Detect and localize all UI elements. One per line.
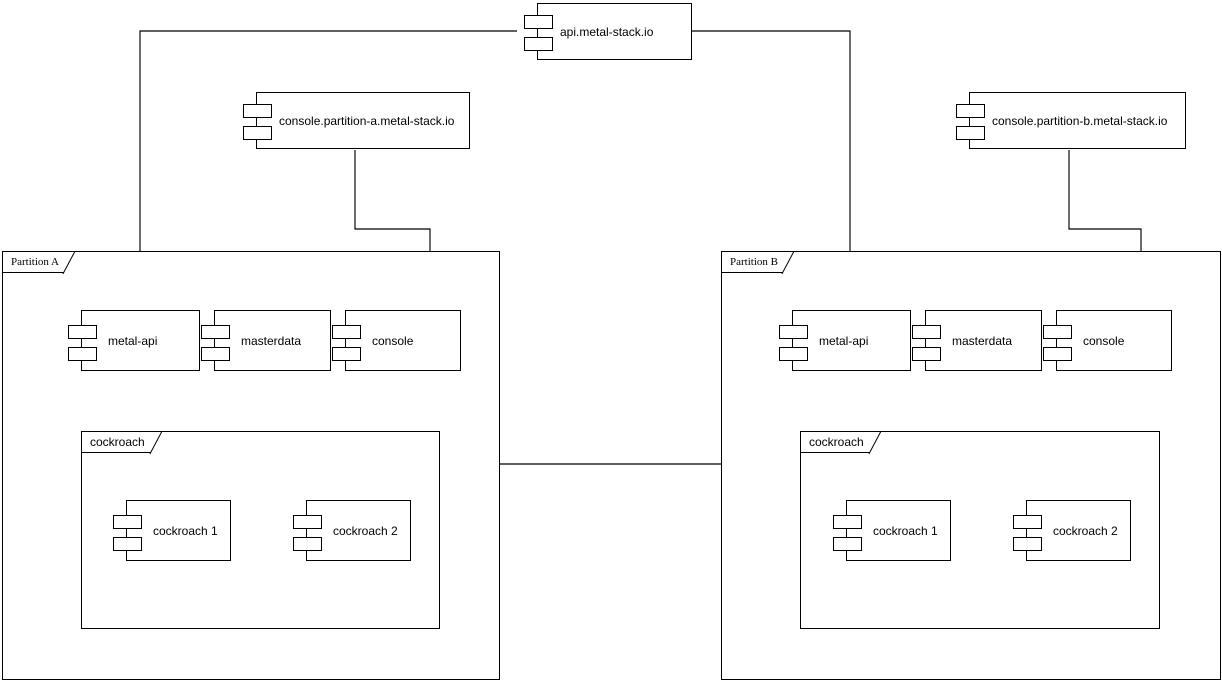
partition-a-component-cockroach-1[interactable]: cockroach 1 — [113, 500, 231, 561]
uml-component-icon — [68, 347, 97, 361]
uml-component-icon — [332, 347, 361, 361]
uml-component-icon — [524, 15, 553, 29]
uml-component-icon — [113, 537, 142, 551]
node-partition-b-tab: Partition B — [721, 251, 783, 273]
node-tab-label: cockroach — [90, 435, 145, 449]
component-api-metal-stack-io[interactable]: api.metal-stack.io — [524, 3, 692, 60]
component-console-partition-b-metal-stack-io[interactable]: console.partition-b.metal-stack.io — [956, 92, 1186, 149]
uml-component-icon — [113, 515, 142, 529]
partition-a-component-metal-api[interactable]: metal-api — [68, 310, 200, 371]
uml-component-icon — [201, 347, 230, 361]
partition-b-component-cockroach-2[interactable]: cockroach 2 — [1013, 500, 1131, 561]
uml-component-icon — [912, 347, 941, 361]
component-label: console.partition-b.metal-stack.io — [992, 113, 1168, 128]
uml-component-icon — [833, 537, 862, 551]
tab-slash-decoration — [62, 251, 75, 275]
component-label: console — [372, 333, 414, 348]
uml-component-icon — [243, 104, 272, 118]
uml-component-icon — [1013, 537, 1042, 551]
uml-component-icon — [524, 37, 553, 51]
uml-component-icon — [332, 325, 361, 339]
partition-a-component-cockroach-2[interactable]: cockroach 2 — [293, 500, 411, 561]
uml-component-icon — [779, 325, 808, 339]
component-label: masterdata — [241, 333, 302, 348]
node-cockroach-tab: cockroach — [800, 431, 870, 453]
partition-a-component-masterdata[interactable]: masterdata — [201, 310, 331, 371]
partition-b-component-console[interactable]: console — [1043, 310, 1172, 371]
component-label: api.metal-stack.io — [560, 24, 654, 39]
tab-slash-decoration — [868, 431, 881, 455]
component-label: cockroach 1 — [153, 523, 218, 538]
uml-component-icon — [912, 325, 941, 339]
component-label: cockroach 2 — [333, 523, 398, 538]
uml-component-icon — [293, 515, 322, 529]
uml-component-icon — [833, 515, 862, 529]
node-partition-a-tab: Partition A — [2, 251, 64, 273]
partition-b-component-masterdata[interactable]: masterdata — [912, 310, 1042, 371]
uml-component-icon — [68, 325, 97, 339]
uml-component-icon — [1043, 325, 1072, 339]
component-label: console.partition-a.metal-stack.io — [279, 113, 455, 128]
node-tab-label: cockroach — [809, 435, 864, 449]
uml-component-icon — [1043, 347, 1072, 361]
component-label: metal-api — [108, 333, 158, 348]
node-cockroach-tab: cockroach — [81, 431, 151, 453]
uml-component-icon — [243, 126, 272, 140]
uml-component-icon — [956, 126, 985, 140]
partition-b-component-cockroach-1[interactable]: cockroach 1 — [833, 500, 951, 561]
component-label: console — [1083, 333, 1125, 348]
component-label: cockroach 2 — [1053, 523, 1118, 538]
tab-slash-decoration — [149, 431, 162, 455]
uml-component-icon — [293, 537, 322, 551]
component-console-partition-a-metal-stack-io[interactable]: console.partition-a.metal-stack.io — [243, 92, 470, 149]
uml-component-icon — [779, 347, 808, 361]
tab-slash-decoration — [781, 251, 794, 275]
component-label: metal-api — [819, 333, 869, 348]
uml-component-icon — [956, 104, 985, 118]
uml-component-icon — [201, 325, 230, 339]
uml-component-icon — [1013, 515, 1042, 529]
node-tab-label: Partition A — [11, 256, 59, 268]
partition-b-component-metal-api[interactable]: metal-api — [779, 310, 911, 371]
partition-a-component-console[interactable]: console — [332, 310, 461, 371]
component-label: masterdata — [952, 333, 1013, 348]
node-tab-label: Partition B — [730, 256, 778, 268]
component-label: cockroach 1 — [873, 523, 938, 538]
